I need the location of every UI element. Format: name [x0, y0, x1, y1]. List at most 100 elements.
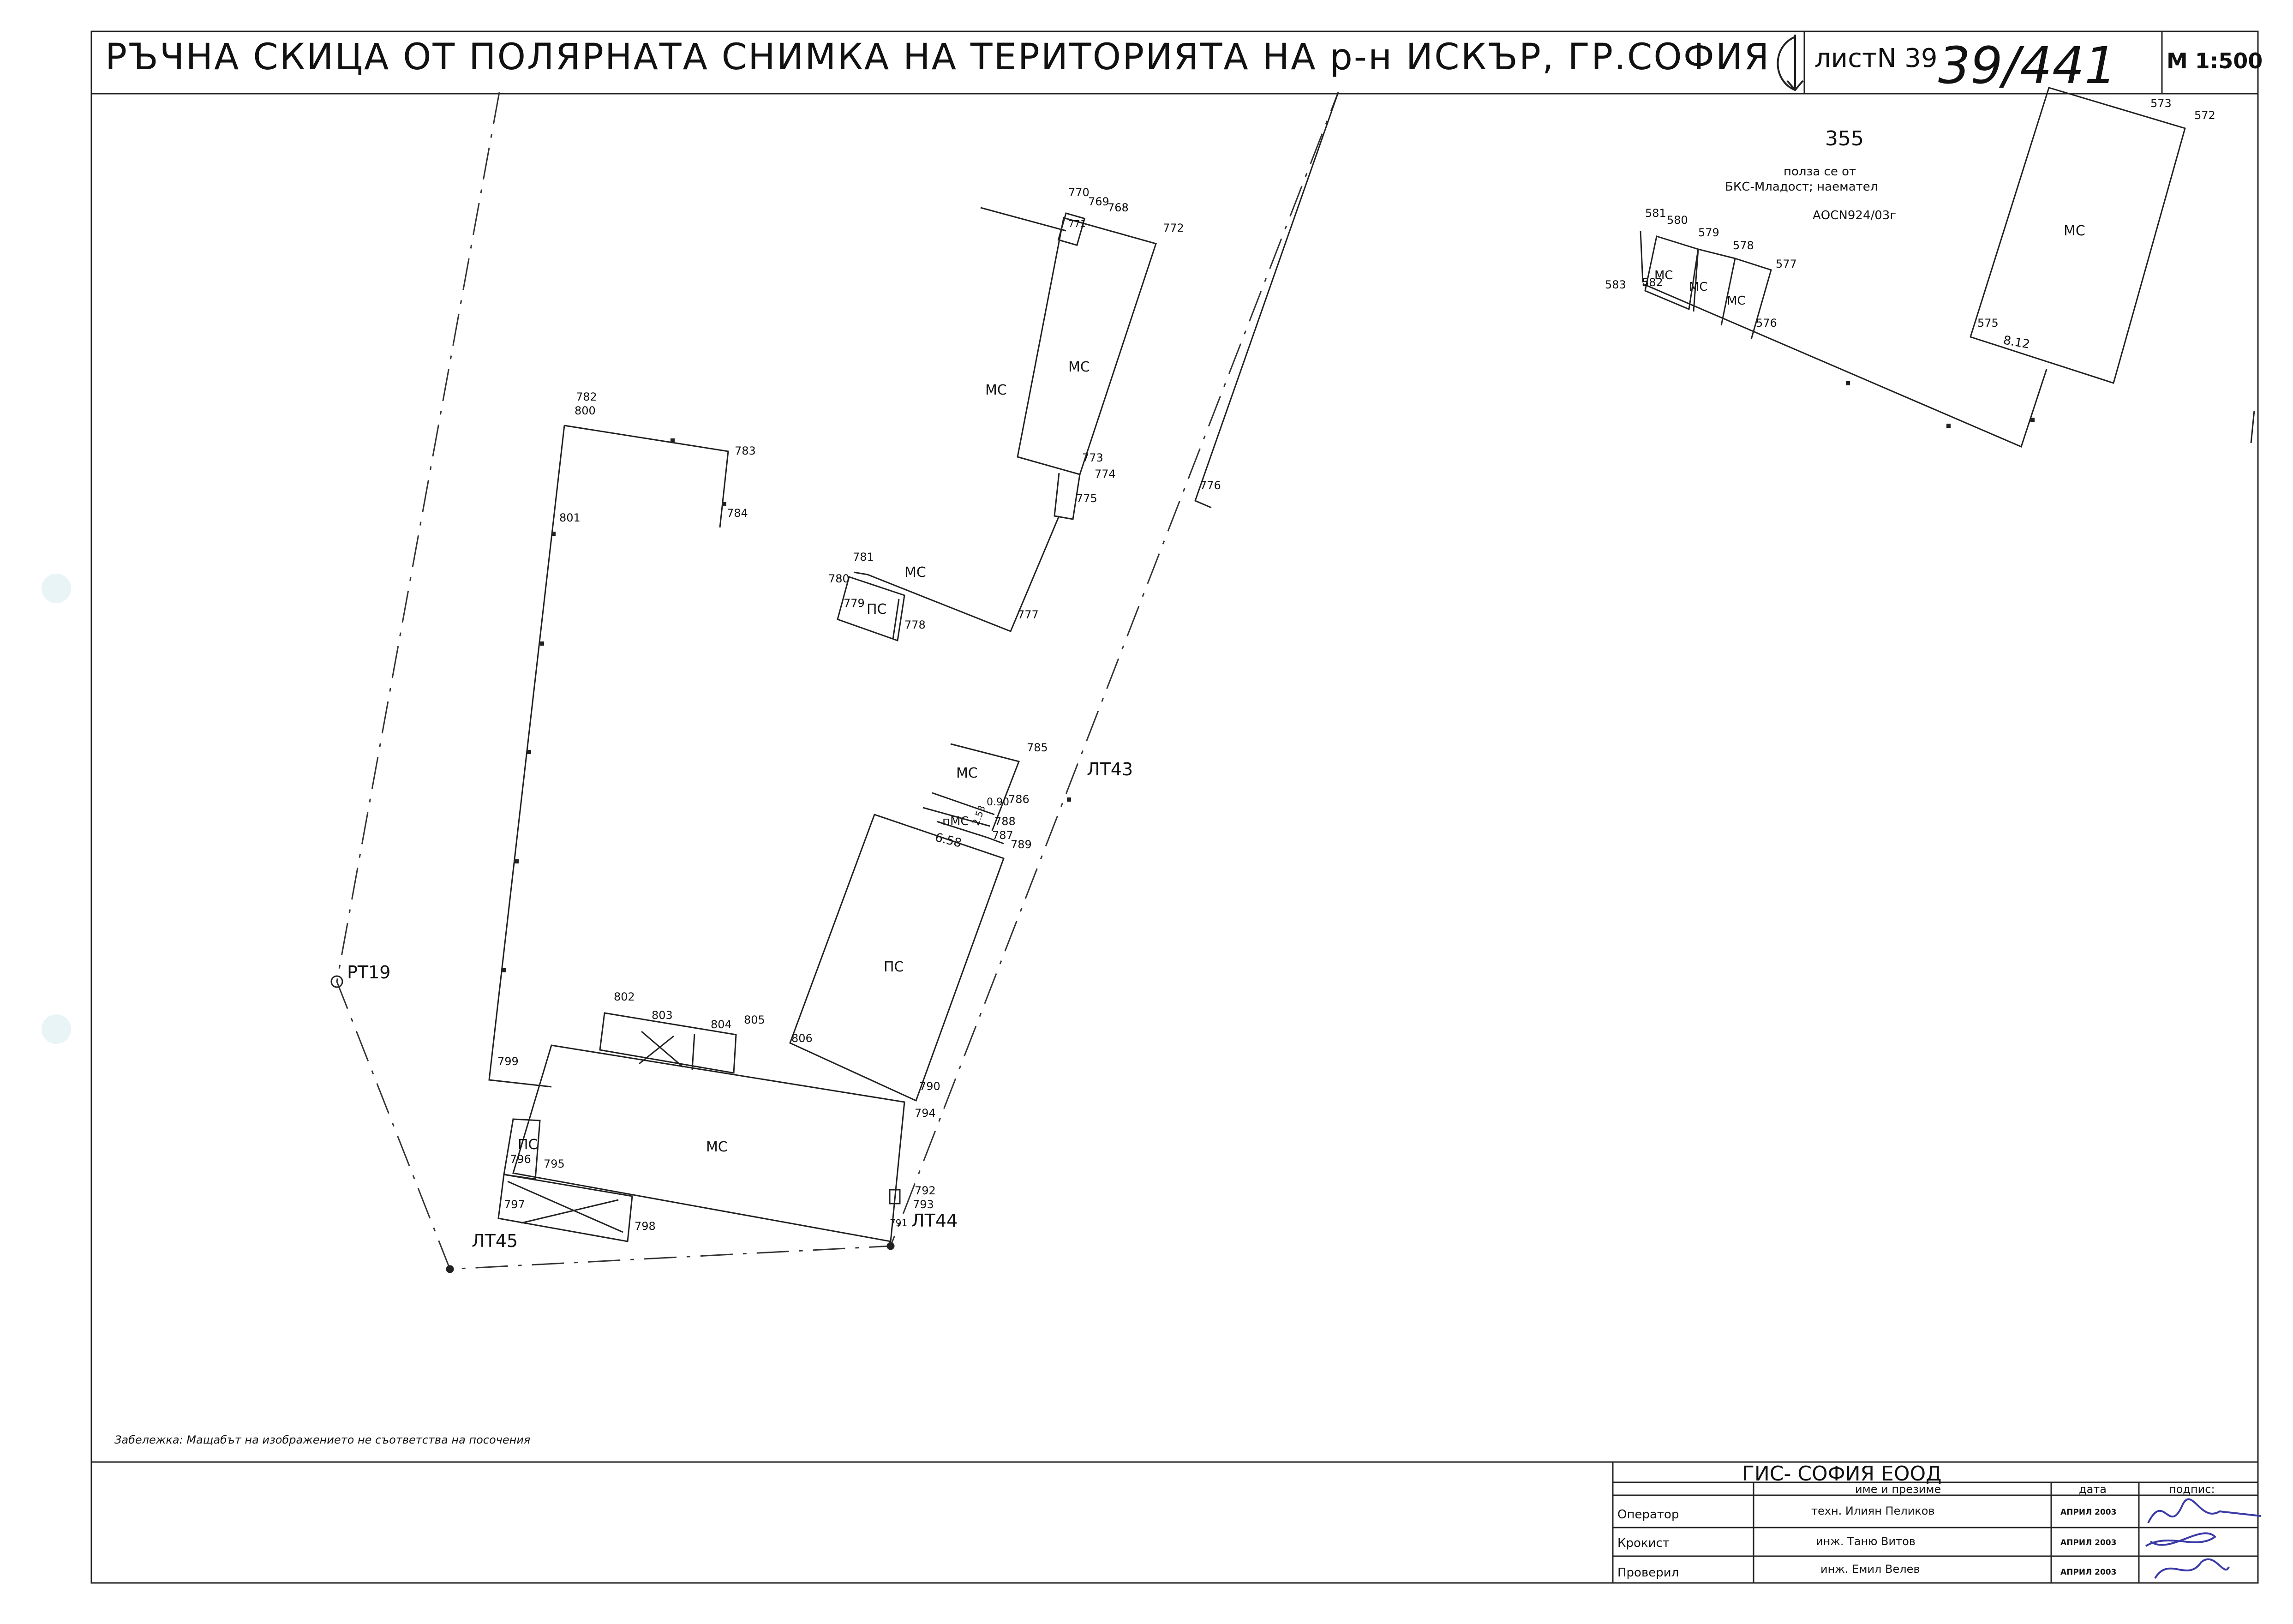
point-number: 802 [614, 990, 635, 1003]
point-numbers: 572 573 575 576 577 578 579 580 581 582 … [497, 97, 2215, 1233]
col-header-name: име и презиме [1855, 1483, 1941, 1496]
point-number: 799 [497, 1055, 519, 1068]
point-number: 773 [1082, 451, 1103, 464]
label-ps: ПС [884, 959, 904, 975]
point-number: 774 [1095, 467, 1116, 480]
point-number: 804 [711, 1018, 732, 1031]
dimension: 6.58 [934, 831, 963, 851]
point-number: 805 [744, 1013, 765, 1026]
point-number: 788 [994, 815, 1016, 828]
point-number: 775 [1076, 492, 1097, 505]
point-number: 781 [853, 551, 874, 563]
company-name: ГИС- СОФИЯ ЕООД [1742, 1462, 1941, 1486]
point-number: 784 [727, 507, 748, 520]
row-role: Оператор [1617, 1508, 1679, 1522]
point-number: 782 [576, 390, 597, 403]
point-number: 787 [992, 829, 1013, 842]
label-ms: МС [985, 382, 1007, 398]
point-number: 785 [1027, 741, 1048, 754]
point-number: 791 [890, 1217, 907, 1228]
point-number: 794 [915, 1107, 936, 1120]
row-name: техн. Илиян Пеликов [1811, 1504, 1935, 1517]
point-number: 576 [1756, 317, 1777, 330]
parcel-use-line1: полза се от [1784, 165, 1856, 179]
signature-marks [2145, 1498, 2262, 1579]
point-number: 772 [1163, 222, 1184, 234]
row-date: АПРИЛ 2003 [2060, 1538, 2116, 1547]
control-point-lt45: ЛТ45 [472, 1231, 518, 1251]
point-number: 790 [919, 1080, 940, 1093]
parcel-deed-ref: АОСN924/03г [1813, 209, 1896, 222]
label-ms: МС [1727, 294, 1746, 308]
row-date: АПРИЛ 2003 [2060, 1508, 2116, 1517]
point-number: 795 [544, 1157, 565, 1170]
point-number: 786 [1008, 793, 1030, 806]
row-role: Крокист [1617, 1536, 1670, 1550]
point-number: 572 [2194, 109, 2215, 122]
point-number: 769 [1088, 195, 1109, 208]
control-point-lt43: ЛТ43 [1087, 759, 1133, 779]
row-date: АПРИЛ 2003 [2060, 1568, 2116, 1577]
point-number: 792 [915, 1184, 936, 1197]
point-number: 806 [791, 1032, 813, 1045]
edge-fragment [2250, 410, 2255, 443]
wall-marks [502, 381, 2035, 972]
point-number: 573 [2150, 97, 2172, 110]
point-number: 779 [844, 597, 865, 610]
control-point-lt44: ЛТ44 [911, 1211, 958, 1231]
parcel-boundary [336, 92, 1339, 1270]
point-number: 798 [635, 1220, 656, 1233]
col-header-signature: подпис: [2169, 1483, 2215, 1496]
point-number: 801 [559, 511, 581, 524]
point-number: 577 [1776, 258, 1797, 270]
point-number: 582 [1642, 276, 1663, 289]
point-number: 770 [1068, 186, 1090, 199]
label-pms: пМС [942, 815, 969, 828]
point-number: 581 [1645, 207, 1666, 220]
point-number: 777 [1018, 608, 1039, 621]
buildings [488, 87, 2186, 1242]
label-ms: МС [2064, 223, 2085, 239]
label-ms: МС [1068, 359, 1090, 375]
point-number: 793 [913, 1198, 934, 1211]
point-number: 789 [1011, 838, 1032, 851]
scale-note: Забележка: Мащабът на изображението не с… [114, 1433, 530, 1446]
label-ms: МС [904, 564, 926, 581]
title-block-grid [1612, 1462, 2258, 1583]
sheet-number-label: листN 39 [1814, 43, 1938, 73]
label-ms: МС [956, 765, 978, 781]
label-ps: ПС [518, 1137, 538, 1153]
sheet-number-handwritten: 39/441 [1938, 36, 2117, 95]
street-edge-776 [1194, 92, 1339, 509]
point-number: 780 [828, 572, 850, 585]
point-number: 796 [510, 1153, 531, 1166]
control-point-pt19: РТ19 [347, 962, 390, 983]
col-header-date: дата [2079, 1483, 2107, 1496]
point-number: 578 [1733, 239, 1754, 252]
point-number: 768 [1108, 201, 1129, 214]
sheet-title: РЪЧНА СКИЦА ОТ ПОЛЯРНАТА СНИМКА НА ТЕРИТ… [105, 36, 1771, 78]
point-number: 797 [504, 1198, 525, 1211]
label-ms: МС [1654, 269, 1673, 282]
point-number: 579 [1698, 226, 1719, 239]
row-name: инж. Таню Витов [1816, 1535, 1916, 1548]
parcel-use-line2: БКС-Младост; наемател [1725, 180, 1878, 194]
point-number: 778 [904, 618, 926, 631]
point-number: 776 [1200, 479, 1221, 492]
compass-icon [1777, 35, 1804, 92]
punch-hole-top [42, 574, 71, 603]
point-number: 771 [1068, 218, 1086, 229]
point-number: 783 [735, 444, 756, 457]
dimension: 0.90 [987, 797, 1009, 808]
point-number: 583 [1605, 278, 1626, 291]
point-number: 580 [1667, 214, 1688, 227]
label-ps: ПС [867, 601, 887, 617]
sheet-frame [90, 30, 2259, 1584]
row-name: инж. Емил Велев [1820, 1563, 1920, 1576]
point-number: 575 [1977, 317, 1999, 330]
parcel-number: 355 [1825, 127, 1864, 150]
punch-hole-bottom [42, 1014, 71, 1044]
label-ms: МС [706, 1139, 728, 1155]
point-number: 803 [652, 1009, 673, 1022]
